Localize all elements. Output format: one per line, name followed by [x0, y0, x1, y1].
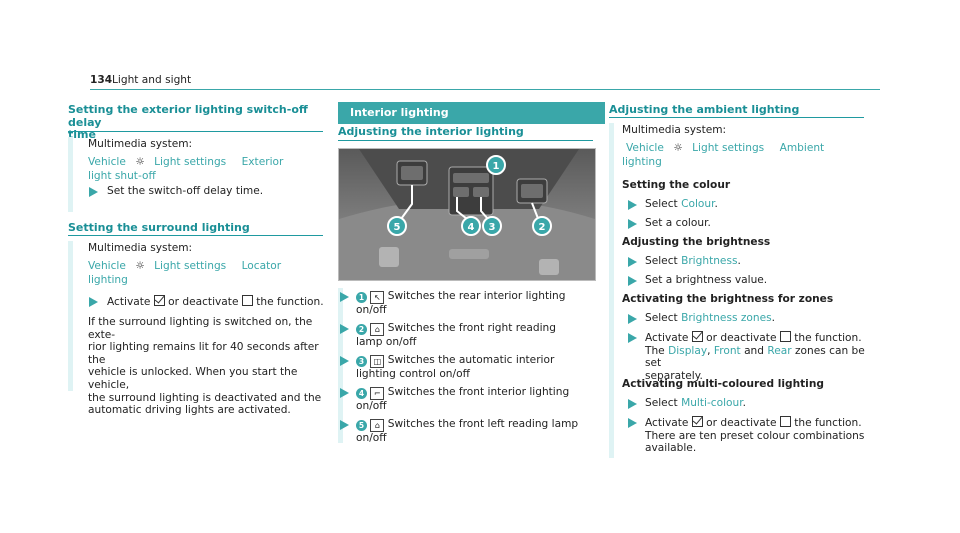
arrow-zones-1 [628, 314, 637, 324]
step-set-delay: Set the switch-off delay time. [107, 185, 264, 197]
path-exterior[interactable]: Exterior [241, 156, 284, 168]
reading-lamp-symbol-icon: ⌂ [370, 323, 385, 336]
interior-lighting-band: Interior lighting [338, 102, 605, 124]
step-select-colour: Select Colour. [645, 198, 718, 210]
zone-rear[interactable]: Rear [767, 344, 792, 357]
system-label-3: Multimedia system: [622, 124, 727, 136]
callout-2: 2 [539, 222, 546, 233]
checkbox-empty-icon-3 [779, 416, 791, 427]
legend-item-1: 1 ↖ Switches the rear interior lighting … [356, 290, 566, 316]
step-set-brightness: Set a brightness value. [645, 274, 768, 286]
system-label: Multimedia system: [88, 138, 193, 150]
step-arrow-icon [89, 187, 98, 197]
arrow-bright-1 [628, 257, 637, 267]
system-label-2: Multimedia system: [88, 242, 193, 254]
col3-title-rule [609, 117, 864, 118]
light-settings-icon-2: ☼ [135, 260, 145, 272]
zone-front[interactable]: Front [713, 344, 741, 357]
checkbox-empty-icon-2 [779, 331, 791, 342]
menu-path-ambient: Vehicle ☼ Light settings Ambient lightin… [622, 141, 872, 169]
col1-bar-b [68, 241, 73, 391]
item-arrow-icon-3 [340, 356, 349, 366]
step-set-colour: Set a colour. [645, 217, 711, 229]
checkbox-empty-icon [241, 295, 253, 306]
path-vehicle-2[interactable]: Vehicle [88, 260, 126, 272]
item-arrow-icon-2 [340, 324, 349, 334]
reading-lamp-left-symbol-icon: ⌂ [370, 419, 385, 432]
exterior-delay-title: Setting the exterior lighting switch-off… [68, 103, 308, 142]
menu-path-locator: Vehicle ☼ Light settings Locator lightin… [88, 259, 328, 287]
legend-item-5: 5 ⌂ Switches the front left reading lamp… [356, 418, 579, 444]
ambient-lighting-title: Adjusting the ambient lighting [609, 103, 800, 116]
step-arrow-icon-2 [89, 297, 98, 307]
col1-title2-rule [68, 235, 323, 236]
adjust-interior-title: Adjusting the interior lighting [338, 125, 524, 138]
rear-light-symbol-icon: ↖ [370, 291, 385, 304]
heading-zones: Activating the brightness for zones [622, 293, 834, 305]
section-title: Light and sight [112, 74, 192, 86]
callout-4: 4 [468, 222, 475, 233]
zone-display[interactable]: Display [668, 344, 708, 357]
option-multi-colour[interactable]: Multi-colour [681, 397, 743, 409]
heading-brightness: Adjusting the brightness [622, 236, 771, 248]
option-colour[interactable]: Colour [681, 198, 715, 210]
menu-path-exterior: Vehicle ☼ Light settings Exterior light … [88, 155, 328, 183]
surround-lighting-title: Setting the surround lighting [68, 221, 250, 234]
step-select-zones: Select Brightness zones. [645, 312, 776, 324]
light-settings-icon-3: ☼ [673, 142, 683, 154]
checkbox-checked-icon-2 [691, 331, 703, 342]
arrow-colour-2 [628, 219, 637, 229]
arrow-colour-1 [628, 200, 637, 210]
header-rule [90, 89, 880, 90]
heading-setting-colour: Setting the colour [622, 179, 731, 191]
path-light-shut-off[interactable]: light shut-off [88, 170, 156, 182]
option-brightness[interactable]: Brightness [681, 255, 738, 267]
callout-3: 3 [489, 222, 496, 233]
path-ambient[interactable]: Ambient [779, 142, 825, 154]
step-activate-surround: Activate or deactivate the function. [107, 295, 324, 308]
path-vehicle-3[interactable]: Vehicle [626, 142, 664, 154]
path-lighting[interactable]: lighting [88, 274, 128, 286]
arrow-zones-2 [628, 333, 637, 343]
callout-5: 5 [394, 222, 401, 233]
path-light-settings-2[interactable]: Light settings [154, 260, 227, 272]
overhead-panel-svg: 1 2 3 4 5 [339, 149, 595, 280]
checkbox-checked-icon-3 [691, 416, 703, 427]
path-vehicle[interactable]: Vehicle [88, 156, 126, 168]
page-number: 134 [90, 74, 113, 86]
item-arrow-icon-4 [340, 388, 349, 398]
col1-bar-a [68, 137, 73, 212]
path-light-settings[interactable]: Light settings [154, 156, 227, 168]
arrow-bright-2 [628, 276, 637, 286]
col1-title-rule [68, 131, 323, 132]
item-arrow-icon-5 [340, 420, 349, 430]
checkbox-checked-icon [153, 295, 165, 306]
legend-item-4: 4 ⌐ Switches the front interior lighting… [356, 386, 570, 412]
path-locator[interactable]: Locator [241, 260, 282, 272]
heading-multi-colour: Activating multi-coloured lighting [622, 378, 824, 390]
path-light-settings-3[interactable]: Light settings [692, 142, 765, 154]
step-activate-multi: Activate or deactivate the function. The… [645, 416, 865, 455]
step-select-multi: Select Multi-colour. [645, 397, 746, 409]
option-brightness-zones[interactable]: Brightness zones [681, 312, 772, 324]
col3-bar [609, 123, 614, 458]
legend-item-3: 3 ◫ Switches the automatic interior ligh… [356, 354, 555, 380]
overhead-control-illustration: 1 2 3 4 5 [338, 148, 596, 281]
callout-1: 1 [493, 161, 500, 172]
arrow-multi-2 [628, 418, 637, 428]
surround-paragraph: If the surround lighting is switched on,… [88, 316, 322, 417]
path-ambient-lighting[interactable]: lighting [622, 156, 662, 168]
front-light-symbol-icon: ⌐ [370, 387, 385, 400]
step-activate-zones: Activate or deactivate the function. The… [645, 331, 865, 382]
arrow-multi-1 [628, 399, 637, 409]
col2-title-rule [338, 140, 593, 141]
auto-light-symbol-icon: ◫ [370, 355, 385, 368]
legend-item-2: 2 ⌂ Switches the front right reading lam… [356, 322, 556, 348]
callout-markers [387, 155, 552, 236]
item-arrow-icon-1 [340, 292, 349, 302]
light-settings-icon: ☼ [135, 156, 145, 168]
step-select-brightness: Select Brightness. [645, 255, 741, 267]
